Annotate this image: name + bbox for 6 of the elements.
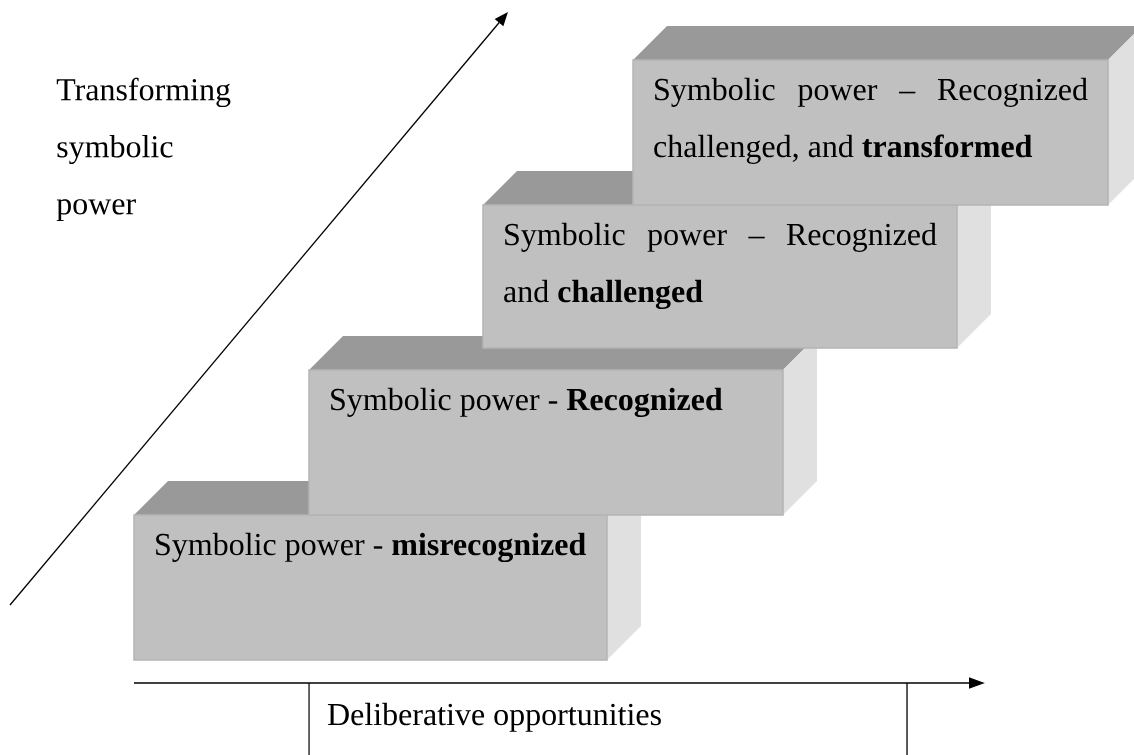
step-box: Symbolic power – Recognized and challenged	[482, 171, 991, 349]
axis-label: Transforming symbolic power	[56, 77, 231, 221]
label-box: Deliberative opportunities	[308, 682, 908, 755]
step-box: Symbolic power – Recognized challenged, and transformed	[632, 26, 1134, 206]
step-box: Symbolic power - misrecognized	[133, 481, 641, 661]
step-box: Symbolic power - Recognized	[308, 336, 817, 516]
